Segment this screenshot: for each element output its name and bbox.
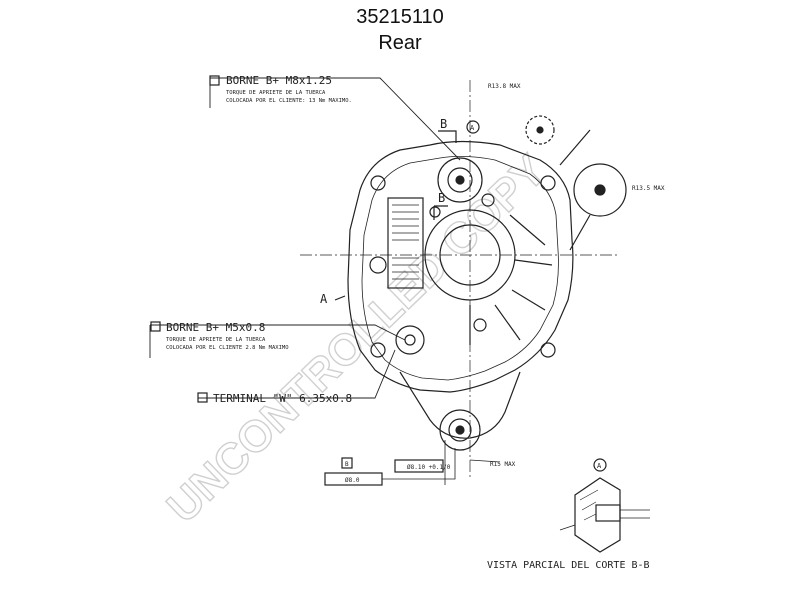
screw-mid [429, 206, 441, 218]
radius-top-label: R13.8 MAX [488, 83, 521, 90]
view-label: Rear [378, 32, 422, 54]
mounting-screws [369, 175, 556, 358]
screw-top-right [540, 175, 556, 191]
r15-leader [469, 459, 501, 463]
b-plus-terminal [437, 157, 483, 203]
radius-right-label: R13.5 MAX [632, 185, 665, 192]
ear-tangents [559, 129, 591, 251]
detail-view-bb [559, 477, 650, 553]
callout-icon-terminal [197, 392, 208, 403]
screw-top-left [370, 175, 386, 191]
callout-m5-line1: TORQUE DE APRIETE DE LA TUERCA [166, 337, 266, 343]
part-number: 35215110 [356, 6, 444, 28]
section-b-arrow-top [438, 130, 457, 143]
section-a-label-top: A [470, 124, 475, 132]
regulator-fins [392, 204, 419, 280]
position-tolerance-value: Ø8.0 [345, 477, 360, 484]
regulator-block [387, 197, 424, 289]
callout-icon-m8 [209, 75, 220, 86]
radius-bottom-label: R15 MAX [490, 461, 516, 468]
screw-bottom-right [540, 342, 556, 358]
dia-tolerance-value: Ø8.10 +0.1/0 [407, 464, 451, 471]
housing-outline [347, 140, 574, 393]
lower-bracket [399, 371, 521, 439]
section-a-label-detail: A [597, 462, 602, 470]
lower-mount-center [455, 425, 465, 435]
lower-mount-bore [448, 418, 472, 442]
screw-bottom-left [370, 342, 386, 358]
section-b-label-left: B [438, 191, 445, 205]
housing-ribs [469, 214, 553, 345]
datum-box-1 [341, 457, 353, 469]
callout-m8-title: BORNE B+ M8x1.25 [226, 74, 332, 87]
callout-m5-title: BORNE B+ M5x0.8 [166, 321, 265, 334]
right-ear-center [594, 184, 606, 196]
top-ear [525, 115, 555, 145]
leader-b-plus-m5 [149, 324, 406, 358]
callout-m8-line1: TORQUE DE APRIETE DE LA TUERCA [226, 90, 326, 96]
screw-upper [481, 193, 495, 207]
b-plus-center [455, 175, 465, 185]
dia-tolerance-frame [394, 459, 444, 473]
leader-terminal-w [198, 349, 396, 399]
callout-icon-m5 [150, 321, 161, 332]
housing-inner [361, 156, 559, 381]
top-ear-center [536, 126, 544, 134]
datum-ref: B [345, 461, 349, 468]
section-a-label-left: A [320, 292, 328, 306]
screw-lower [473, 318, 487, 332]
section-a-symbol-detail [593, 458, 607, 472]
section-a-symbol-top [466, 120, 480, 134]
centerlines [300, 80, 620, 480]
right-ear [573, 163, 627, 217]
callout-m5-line2: COLOCADA POR EL CLIENTE 2.8 Nm MAXIMO [166, 345, 289, 351]
section-b-label-top: B [440, 117, 447, 131]
b-plus-stud [447, 167, 473, 193]
detail-caption: VISTA PARCIAL DEL CORTE B-B [487, 560, 650, 571]
screw-left [369, 256, 387, 274]
callout-m8-line2: COLOCADA POR EL CLIENTE: 13 Nm MAXIMO. [226, 98, 352, 104]
tolerance-leaders [382, 440, 456, 485]
lower-mount [439, 409, 481, 451]
section-b-arrow-left [433, 205, 448, 220]
m5-terminal [395, 325, 425, 355]
section-a-arrow [334, 295, 346, 301]
callout-terminal-w: TERMINAL "W" 6.35x0.8 [213, 392, 352, 405]
m5-stud [404, 334, 416, 346]
